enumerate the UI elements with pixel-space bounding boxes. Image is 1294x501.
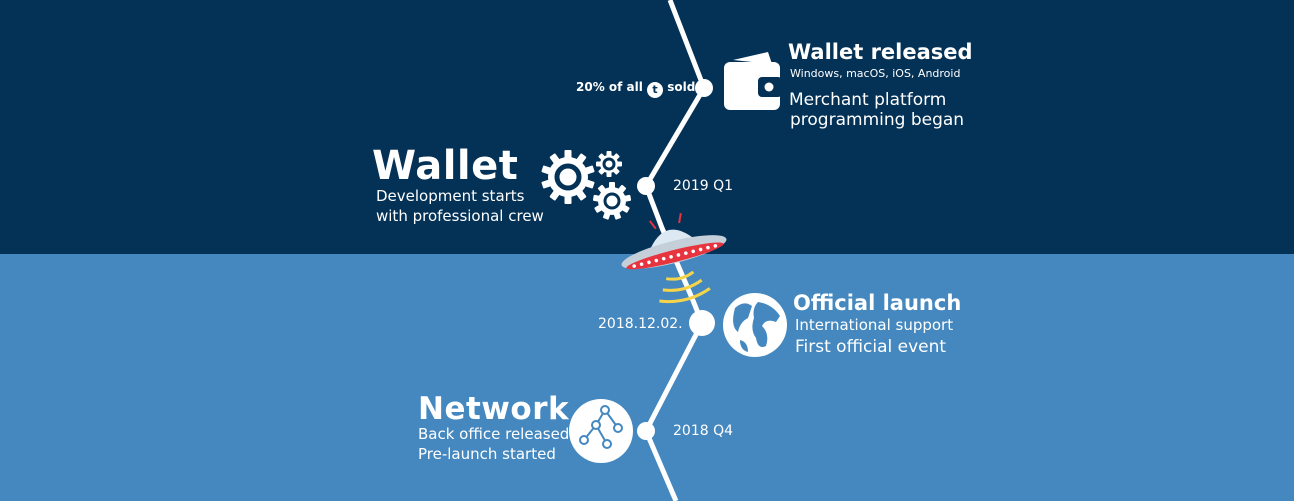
ufo-icon [621, 213, 727, 304]
wallet-dev-date: 2019 Q1 [673, 178, 734, 194]
milestone-dot-2019-q1 [637, 177, 655, 195]
wallet-released-line2: programming began [790, 110, 965, 130]
sold-note-prefix: 20% of all [576, 80, 643, 94]
milestone-dot-2018-q4 [637, 422, 655, 440]
wallet-icon [724, 52, 782, 110]
wallet-dev-title: Wallet [372, 143, 519, 189]
ufo-light [676, 253, 681, 257]
token-glyph: t [652, 83, 658, 96]
milestone-dot-wallet-released [695, 79, 713, 97]
timeline-line [643, 0, 707, 501]
wallet-dev-line2: with professional crew [376, 207, 544, 225]
ufo-light [632, 264, 637, 268]
wallet-dev-line1: Development starts [376, 187, 525, 205]
sold-note-suffix: sold [667, 80, 696, 94]
network-line1: Back office released [418, 425, 570, 443]
token-icon: t [647, 82, 664, 98]
launch-title: Official launch [793, 291, 962, 315]
launch-line1: International support [795, 316, 954, 334]
ufo-light [647, 260, 651, 265]
network-date: 2018 Q4 [673, 423, 734, 439]
launch-line2: First official event [795, 337, 947, 357]
network-icon [569, 399, 633, 463]
network-line2: Pre-launch started [418, 445, 556, 463]
globe-icon [723, 293, 787, 357]
launch-date: 2018.12.02. [598, 316, 683, 332]
ufo-light [661, 256, 666, 261]
gear-hole [554, 163, 582, 191]
gear-hole [603, 192, 621, 210]
ufo-light [654, 258, 659, 263]
ufo-light [713, 244, 718, 248]
ufo-light [684, 251, 688, 255]
bottom-section-background [0, 254, 1294, 501]
gear-body [598, 187, 626, 215]
gear-body [548, 157, 588, 197]
ufo-light [669, 255, 673, 259]
wallet-released-platforms: Windows, macOS, iOS, Android [790, 67, 961, 80]
milestone-dot-official-launch [689, 310, 715, 336]
gear-hole [602, 157, 616, 171]
top-section-background [0, 0, 1294, 254]
ufo-light [691, 249, 696, 254]
wallet-released-title: Wallet released [788, 40, 973, 64]
ufo-light [639, 262, 644, 267]
gears-icon [541, 150, 632, 220]
ufo-light [706, 245, 710, 250]
wallet-released-line1: Merchant platform [789, 90, 947, 110]
network-title: Network [418, 391, 570, 427]
sold-note: 20% of all t sold [576, 79, 695, 98]
ufo-light [698, 247, 703, 252]
